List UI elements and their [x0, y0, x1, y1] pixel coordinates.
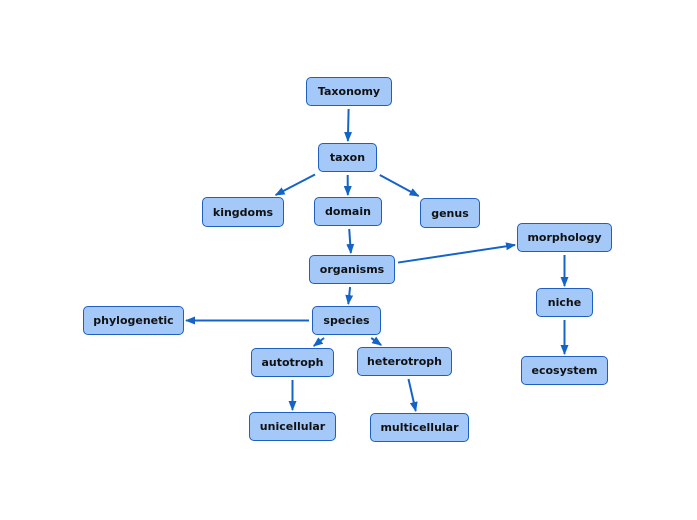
node-label: multicellular — [380, 421, 459, 434]
edge-group — [185, 108, 569, 412]
node-label: genus — [431, 206, 469, 220]
edge-heterotroph-to-multicellular — [407, 378, 418, 412]
node-label: organisms — [319, 263, 385, 276]
node-label: unicellular — [259, 420, 326, 433]
edge-species-to-autotroph — [312, 337, 325, 347]
node-heterotroph[interactable]: heterotroph — [357, 347, 452, 376]
node-label: morphology — [527, 231, 602, 244]
node-label: kingdoms — [212, 205, 274, 219]
node-ecosystem[interactable]: ecosystem — [521, 356, 608, 385]
node-label: heterotroph — [367, 355, 442, 368]
node-taxonomy[interactable]: Taxonomy — [306, 77, 392, 106]
node-label: species — [323, 314, 370, 327]
node-species[interactable]: species — [312, 306, 381, 335]
node-multicellular[interactable]: multicellular — [370, 413, 469, 442]
node-organisms[interactable]: organisms — [309, 255, 395, 284]
edge-organisms-to-species — [345, 286, 354, 305]
node-label: domain — [325, 205, 371, 218]
node-unicellular[interactable]: unicellular — [249, 412, 336, 441]
node-label: phylogenetic — [93, 314, 174, 327]
edge-taxonomy-to-taxon — [344, 108, 353, 142]
node-morphology[interactable]: morphology — [517, 223, 612, 252]
edge-organisms-to-morphology — [397, 242, 516, 264]
edge-domain-to-organisms — [346, 228, 355, 254]
node-kingdoms[interactable]: kingdoms — [202, 197, 284, 227]
node-label: niche — [547, 296, 582, 309]
edge-species-to-heterotroph — [370, 336, 382, 346]
edge-taxon-to-genus — [379, 174, 420, 197]
node-phylogenetic[interactable]: phylogenetic — [83, 306, 184, 335]
node-niche[interactable]: niche — [536, 288, 593, 317]
node-domain[interactable]: domain — [314, 197, 382, 226]
node-taxon[interactable]: taxon — [318, 143, 377, 172]
node-label: taxon — [329, 151, 366, 164]
node-label: autotroph — [261, 356, 324, 369]
node-label: Taxonomy — [317, 85, 381, 98]
edge-taxon-to-kingdoms — [274, 173, 316, 196]
node-autotroph[interactable]: autotroph — [251, 348, 334, 377]
node-genus[interactable]: genus — [420, 198, 480, 228]
node-label: ecosystem — [531, 364, 598, 377]
